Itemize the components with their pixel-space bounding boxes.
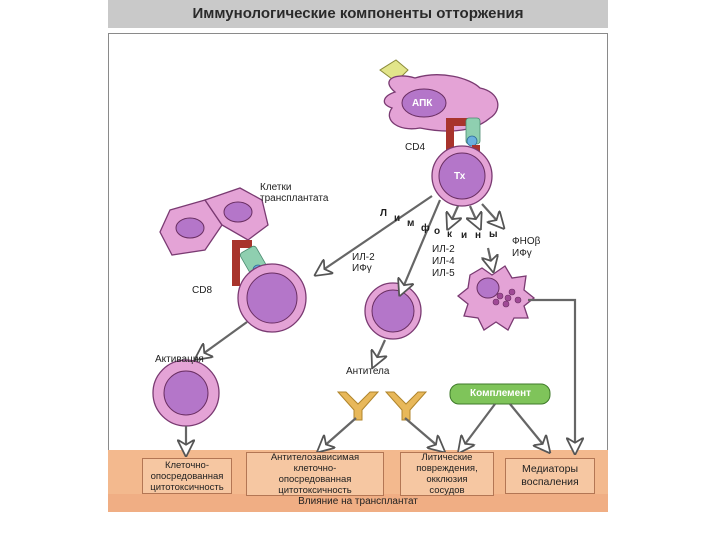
- lymphokine-letter: и: [461, 230, 468, 241]
- footer-label: Влияние на трансплантат: [298, 496, 418, 507]
- effect-text-line: клеточно-: [293, 463, 337, 474]
- arrows: [186, 195, 575, 450]
- mhc1-receptor-top: [232, 240, 252, 248]
- ifng2-label: ИФγ: [512, 248, 532, 259]
- antibody-1: [336, 391, 380, 421]
- macrophage-granules: [492, 288, 522, 308]
- th-nucleus: [438, 152, 486, 200]
- graft-nucleus-2: [223, 201, 253, 223]
- il5-list-label: ИЛ-5: [432, 268, 455, 279]
- lymphokine-letter: Л: [380, 208, 388, 219]
- graft-cells-label-line2: трансплантата: [260, 193, 329, 204]
- lymphokine-letter: и: [394, 213, 401, 224]
- effect-text-line: окклюзия: [426, 474, 468, 485]
- footer-strip: [108, 494, 608, 512]
- effect-box-lytic-damage: Литические повреждения, окклюзия сосудов: [400, 452, 494, 496]
- mhc-receptor: [446, 118, 454, 162]
- lymphokine-letter: о: [434, 226, 441, 237]
- effect-text-line: воспаления: [521, 476, 579, 488]
- complement-box: [449, 383, 551, 405]
- effect-text-line: опосредованная: [278, 474, 352, 485]
- th-label: Тх: [454, 171, 466, 182]
- antibody-2: [384, 391, 428, 421]
- tnf-label: ФНОβ: [512, 236, 541, 247]
- effect-text-line: цитотоксичность: [150, 481, 224, 493]
- cd8-nucleus: [246, 272, 298, 324]
- effect-box-inflammation: Медиаторы воспаления: [505, 458, 595, 494]
- activated-nucleus: [163, 370, 209, 416]
- lymphokine-letter: ы: [489, 229, 498, 240]
- macrophage-cell: [456, 265, 536, 331]
- tcr-dot: [466, 135, 478, 147]
- graft-nucleus-1: [175, 217, 205, 239]
- complement-label: Комплемент: [470, 388, 532, 399]
- effect-box-cell-mediated: Клеточно- опосредованная цитотоксичность: [142, 458, 232, 494]
- effect-text-line: Антителозависимая: [270, 452, 360, 463]
- effect-text-line: опосредованная: [150, 470, 224, 482]
- activation-label: Активация: [155, 354, 204, 365]
- effect-text-line: цитотоксичность: [278, 485, 352, 496]
- macrophage-nucleus: [476, 277, 500, 299]
- lymphokine-letter: к: [447, 229, 453, 240]
- apc-nucleus: [401, 88, 447, 118]
- lymphokine-letter: м: [407, 218, 415, 229]
- effect-text-line: сосудов: [429, 485, 465, 496]
- il2-label: ИЛ-2: [352, 252, 375, 263]
- il2-list-label: ИЛ-2: [432, 244, 455, 255]
- mhc1-receptor: [232, 240, 240, 286]
- il4-list-label: ИЛ-4: [432, 256, 455, 267]
- mhc-receptor-top: [446, 118, 468, 126]
- effect-text-line: Клеточно-: [164, 459, 209, 471]
- lymphokine-letter: н: [475, 230, 482, 241]
- ifng-label: ИФγ: [352, 263, 372, 274]
- antibodies-label: Антитела: [346, 366, 390, 377]
- title-bar: [108, 0, 608, 28]
- diagram-title: Иммунологические компоненты отторжения: [192, 5, 524, 22]
- b-nucleus: [371, 289, 415, 333]
- effect-text-line: повреждения,: [416, 463, 478, 474]
- lymphokine-letter: ф: [421, 223, 430, 234]
- cd4-label: CD4: [405, 142, 426, 153]
- cd8-label: CD8: [192, 285, 213, 296]
- effect-box-adcc: Антителозависимая клеточно- опосредованн…: [246, 452, 384, 496]
- effect-text-line: Литические: [421, 452, 473, 463]
- effect-text-line: Медиаторы: [522, 463, 578, 475]
- graft-cells-label-line1: Клетки: [260, 182, 292, 193]
- apc-label: АПК: [412, 98, 433, 109]
